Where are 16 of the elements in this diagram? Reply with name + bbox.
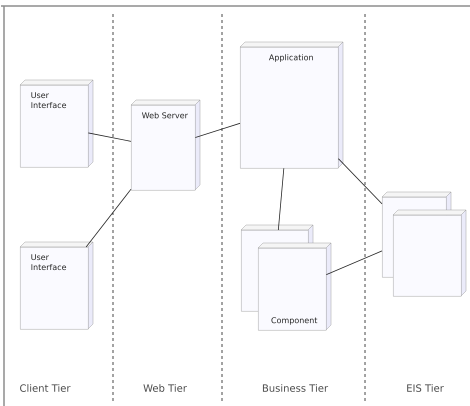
connector-line [326,250,382,276]
device-box: User Interface [20,242,94,330]
device-box: Web Server [130,100,200,190]
connector-line [338,158,382,204]
connector-line [88,132,132,142]
tier-label: EIS Tier [407,384,444,392]
device-box [392,210,466,296]
connector-line [278,168,284,230]
tier-label: Business Tier [262,384,328,392]
tier-label: Client Tier [20,384,70,392]
connector-line [86,188,132,248]
tier-label: Web Tier [143,384,187,392]
device-box: User Interface [20,80,94,168]
device-box: Application [240,42,344,168]
device-box: Component [258,242,332,330]
connector-line [195,122,240,138]
